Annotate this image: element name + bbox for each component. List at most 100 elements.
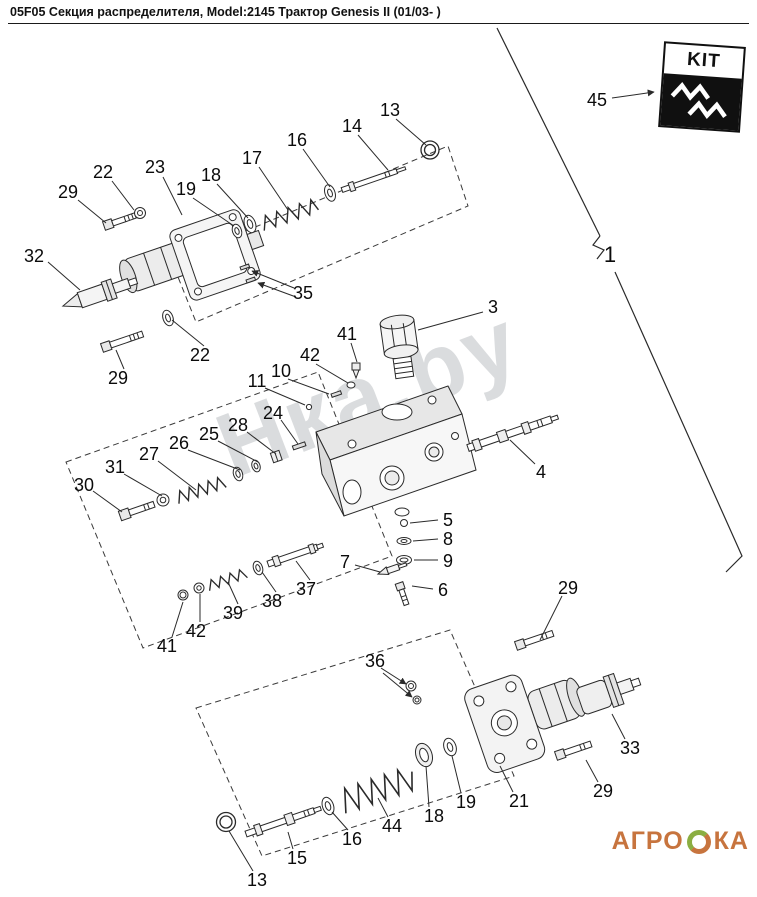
washer-22-top bbox=[134, 207, 146, 219]
callout-13: 13 bbox=[379, 100, 401, 120]
spring-27 bbox=[178, 475, 227, 504]
washer-8 bbox=[396, 537, 412, 545]
callout-24: 24 bbox=[262, 403, 284, 423]
spring-39 bbox=[208, 568, 248, 591]
callout-19: 19 bbox=[175, 179, 197, 199]
callout-29: 29 bbox=[57, 182, 79, 202]
callout-18: 18 bbox=[200, 165, 222, 185]
callout-19: 19 bbox=[455, 792, 477, 812]
callout-41: 41 bbox=[156, 636, 178, 656]
callout-33: 33 bbox=[619, 738, 641, 758]
o-ring-42 bbox=[346, 381, 356, 389]
callout-14: 14 bbox=[341, 116, 363, 136]
ball-11 bbox=[305, 403, 313, 411]
callout-36: 36 bbox=[364, 651, 386, 671]
waves-icon bbox=[660, 72, 742, 131]
pins-35 bbox=[239, 263, 257, 284]
callout-16: 16 bbox=[341, 829, 363, 849]
title-underline bbox=[8, 23, 749, 24]
rod-14 bbox=[340, 166, 407, 193]
brand-ring-icon bbox=[686, 829, 711, 854]
callout-1: 1 bbox=[603, 242, 617, 267]
rings-36 bbox=[405, 680, 422, 705]
top-bolt-29 bbox=[101, 212, 137, 231]
dashed-group-boxes bbox=[65, 145, 515, 857]
washer-19b bbox=[443, 737, 457, 757]
callout-29: 29 bbox=[557, 578, 579, 598]
callout-4: 4 bbox=[535, 462, 547, 482]
plug-3 bbox=[379, 314, 419, 380]
callout-22: 22 bbox=[189, 345, 211, 365]
callout-7: 7 bbox=[339, 552, 351, 572]
screw-6 bbox=[394, 581, 410, 607]
callout-29: 29 bbox=[107, 368, 129, 388]
spool-4 bbox=[466, 414, 560, 452]
bolt-29-lower bbox=[99, 330, 145, 353]
spring-44 bbox=[343, 767, 413, 814]
callout-22: 22 bbox=[92, 162, 114, 182]
callout-3: 3 bbox=[487, 297, 499, 317]
ball-5 bbox=[400, 519, 408, 527]
spool-37 bbox=[266, 542, 325, 568]
callout-18: 18 bbox=[423, 806, 445, 826]
pin-24 bbox=[291, 441, 307, 451]
washer-19 bbox=[231, 223, 243, 239]
o-ring-13 bbox=[420, 140, 440, 160]
callout-30: 30 bbox=[73, 475, 95, 495]
callout-23: 23 bbox=[144, 157, 166, 177]
valve-body bbox=[315, 385, 477, 517]
spring-17 bbox=[263, 197, 320, 231]
o-ring-13b bbox=[215, 811, 237, 833]
washer-16 bbox=[324, 184, 336, 202]
bolt-29-bottom-low bbox=[553, 740, 593, 761]
callout-37: 37 bbox=[295, 579, 317, 599]
washer-42b bbox=[193, 582, 205, 594]
bolt-29-bottom-top bbox=[513, 629, 555, 651]
poppet-7 bbox=[376, 562, 408, 576]
callout-42: 42 bbox=[185, 621, 207, 641]
brand-logo: АГРО КА bbox=[612, 827, 749, 856]
callout-25: 25 bbox=[198, 424, 220, 444]
screw-41 bbox=[351, 362, 361, 380]
callout-31: 31 bbox=[104, 457, 126, 477]
callout-13: 13 bbox=[246, 870, 268, 890]
callout-17: 17 bbox=[241, 148, 263, 168]
end-cap-21 bbox=[464, 674, 586, 773]
pin-10 bbox=[330, 390, 343, 398]
callout-26: 26 bbox=[168, 433, 190, 453]
washer-18 bbox=[243, 214, 257, 234]
brand-text-right: КА bbox=[713, 827, 749, 855]
callout-27: 27 bbox=[138, 444, 160, 464]
callout-39: 39 bbox=[222, 603, 244, 623]
callout-38: 38 bbox=[261, 591, 283, 611]
callout-42: 42 bbox=[299, 345, 321, 365]
spool-15 bbox=[244, 805, 322, 838]
callout-10: 10 bbox=[270, 361, 292, 381]
callout-32: 32 bbox=[23, 246, 45, 266]
callout-21: 21 bbox=[508, 791, 530, 811]
seat-28 bbox=[269, 449, 283, 464]
callout-6: 6 bbox=[437, 580, 449, 600]
relief-valve-32 bbox=[61, 277, 139, 309]
kit-badge: KIT bbox=[658, 41, 746, 133]
bolt-30 bbox=[117, 500, 156, 522]
assembly-bracket bbox=[496, 27, 743, 573]
o-ring-41b bbox=[177, 589, 189, 601]
leader-lines bbox=[47, 89, 655, 872]
piston-18b bbox=[414, 742, 434, 768]
washer-38 bbox=[252, 560, 264, 576]
callout-5: 5 bbox=[442, 510, 454, 530]
page-title: 05F05 Секция распределителя, Model:2145 … bbox=[10, 5, 441, 19]
callout-9: 9 bbox=[442, 551, 454, 571]
washer-26 bbox=[232, 466, 244, 482]
callout-15: 15 bbox=[286, 848, 308, 868]
callout-11: 11 bbox=[247, 371, 267, 391]
brand-text-left: АГРО bbox=[611, 827, 684, 855]
washer-31 bbox=[156, 493, 170, 507]
callout-29: 29 bbox=[592, 781, 614, 801]
cap-33 bbox=[576, 672, 642, 715]
callout-16: 16 bbox=[286, 130, 308, 150]
callout-35: 35 bbox=[292, 283, 314, 303]
callout-28: 28 bbox=[227, 415, 249, 435]
